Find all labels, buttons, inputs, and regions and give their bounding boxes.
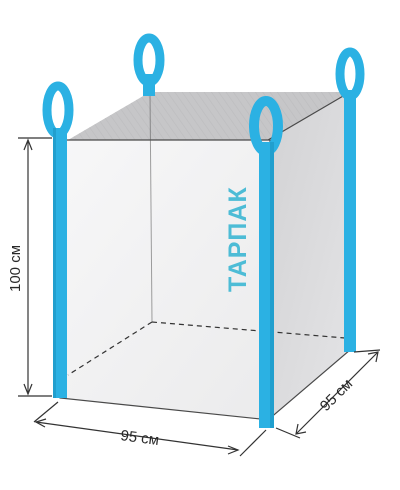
arrow-right-icon	[227, 445, 240, 455]
arrow-down-icon	[23, 383, 33, 396]
arrow-left-icon	[34, 418, 47, 428]
lift-loop-icon	[335, 47, 365, 101]
lift-loop-icon	[42, 81, 74, 139]
depth-label: 95 см	[317, 375, 356, 414]
depth-dimension	[275, 349, 381, 439]
lift-loop-back-right	[335, 47, 365, 352]
height-label: 100 см	[7, 245, 24, 292]
width-dimension	[33, 401, 267, 457]
strap-front-left	[42, 81, 74, 398]
bag-back-edge	[149, 91, 153, 323]
width-label: 95 см	[119, 427, 160, 449]
strap-front-right	[249, 96, 283, 428]
height-dimension	[18, 137, 52, 397]
arrow-down-left-icon	[295, 423, 307, 435]
hidden-edge-left	[67, 321, 153, 376]
lift-loop-back-left	[133, 33, 165, 96]
brand-label: ТАРПАК	[224, 186, 252, 292]
hidden-edges	[67, 321, 346, 376]
arrow-up-icon	[23, 138, 33, 151]
arrow-up-right-icon	[367, 351, 379, 363]
